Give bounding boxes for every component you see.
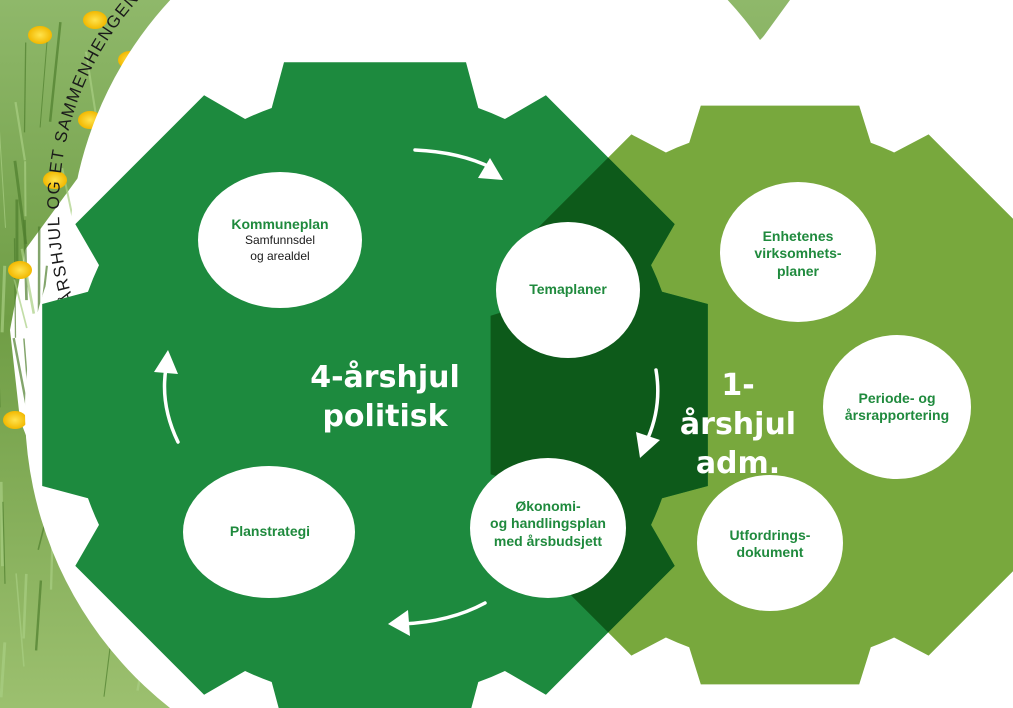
kommuneplan-sub2: og arealdel — [250, 248, 310, 263]
node-okonomi-bg — [470, 458, 626, 598]
okonomi-line3: med årsbudsjett — [493, 532, 603, 549]
node-enhetenes-bg — [720, 182, 876, 322]
arrow-left — [162, 366, 180, 444]
temaplaner-title: Temaplaner — [529, 281, 607, 298]
flower — [3, 411, 27, 429]
grass-blade — [0, 131, 6, 228]
right-wheel-title-line2: adm. — [695, 446, 781, 481]
okonomi-line1: Økonomi- — [515, 497, 581, 514]
left-wheel-title-line2: politisk — [322, 399, 448, 434]
grass-blade — [22, 573, 28, 639]
kommuneplan-title: Kommuneplan — [231, 215, 329, 232]
flower — [83, 11, 107, 29]
node-periode: Periode- og årsrapportering — [823, 383, 971, 431]
enhetenes-line2: virksomhets- — [754, 245, 842, 262]
flower — [43, 171, 67, 189]
grass-blade — [0, 642, 7, 698]
node-planstrategi-bg — [183, 466, 355, 598]
utfordrings-line2: dokument — [736, 544, 804, 560]
node-kommuneplan-bg — [198, 172, 362, 308]
utfordrings-line1: Utfordrings- — [729, 526, 811, 543]
grass-blade — [15, 573, 25, 667]
grass-blade — [14, 101, 26, 161]
arrow-bottom — [400, 601, 487, 626]
grass-blade — [39, 35, 48, 128]
kommuneplan-sub1: Samfunnsdel — [244, 233, 316, 248]
node-utfordrings: Utfordrings- dokument — [705, 520, 835, 568]
okonomi-line2: og handlingsplan — [490, 515, 606, 532]
arrow-right-head — [636, 432, 660, 458]
node-periode-bg — [823, 335, 971, 479]
flower — [28, 26, 52, 44]
left-wheel-title-line1: 4-årshjul — [310, 360, 460, 395]
node-temaplaner-bg — [496, 222, 640, 358]
grass-blade — [20, 248, 36, 314]
node-okonomi: Økonomi- og handlingsplan med årsbudsjet… — [470, 488, 626, 560]
grass-blade — [13, 238, 17, 338]
grass-blade — [2, 501, 6, 584]
node-enhetenes: Enhetenes virksomhets- planer — [730, 218, 866, 290]
grass-blade — [34, 580, 43, 651]
arrow-bottom-head — [388, 610, 410, 636]
grass-blade — [48, 21, 62, 122]
arrow-right — [646, 368, 660, 440]
right-wheel-title-line1: 1-årshjul — [679, 368, 797, 442]
node-utfordrings-bg — [697, 475, 843, 611]
enhetenes-line1: Enhetenes — [762, 227, 834, 244]
grass-blade — [13, 279, 28, 329]
arrow-top-head — [478, 158, 503, 180]
node-kommuneplan: Kommuneplan Samfunnsdel og arealdel — [205, 208, 355, 272]
periode-line1: Periode- og — [858, 389, 936, 406]
grass-blade — [0, 265, 7, 333]
grass-blade — [23, 219, 28, 301]
periode-line2: årsrapportering — [844, 407, 950, 423]
right-wheel-title: 1-årshjul adm. — [668, 366, 808, 483]
arrow-left-head — [154, 350, 178, 374]
grass-blade — [23, 42, 27, 133]
node-planstrategi: Planstrategi — [200, 520, 340, 544]
node-temaplaner: Temaplaner — [508, 278, 628, 302]
gear-overlap-region — [490, 105, 708, 685]
grass-blade — [0, 481, 4, 567]
left-wheel-title: 4-årshjul politisk — [310, 358, 460, 436]
enhetenes-line3: planer — [776, 262, 819, 279]
flower — [8, 261, 32, 279]
planstrategi-title: Planstrategi — [229, 523, 311, 540]
